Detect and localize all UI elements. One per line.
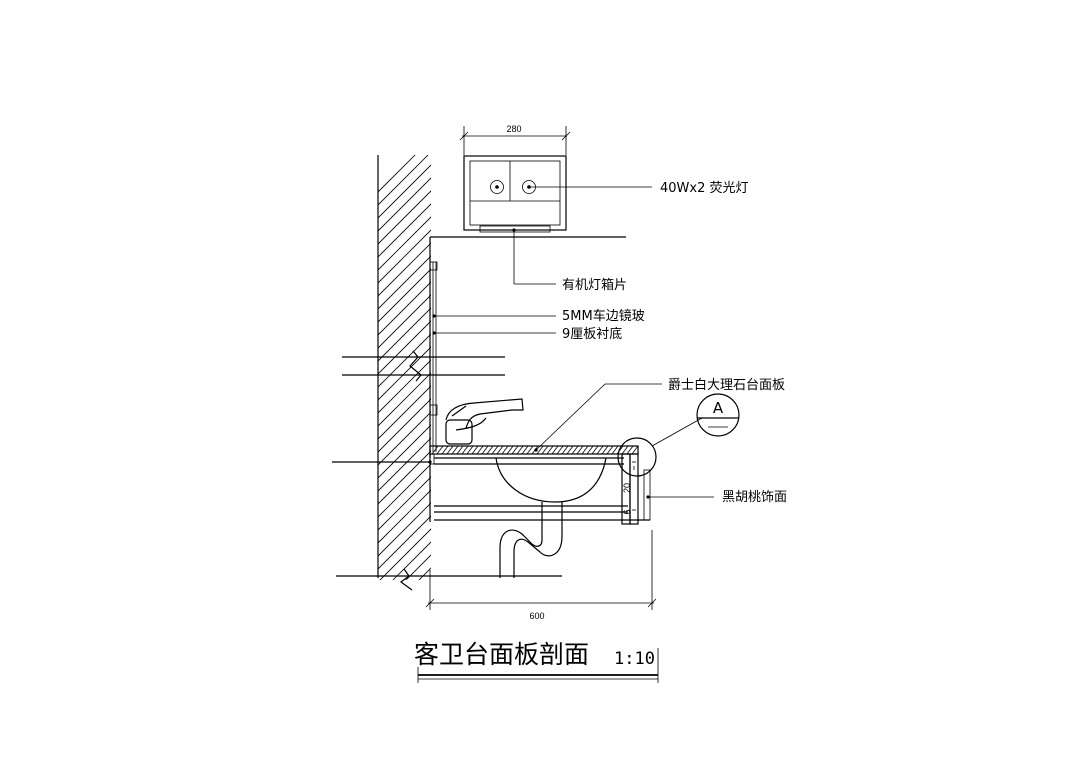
countertop — [429, 445, 639, 522]
dimension-top: 280 — [459, 124, 571, 155]
label-walnut: 黑胡桃饰面 — [722, 490, 787, 505]
drawing-title: 客卫台面板剖面 — [414, 640, 589, 669]
dimension-bottom: 600 — [425, 530, 657, 621]
frame-lines — [429, 236, 626, 458]
lower-break — [332, 461, 562, 591]
dimension-20: 20 — [622, 483, 632, 493]
label-marble: 爵士白大理石台面板 — [668, 377, 785, 393]
label-fluorescent: 40Wx2 荧光灯 — [660, 181, 749, 196]
drawing-scale: 1:10 — [614, 649, 655, 669]
dimension-6: 6 — [622, 509, 632, 514]
label-acrylic: 有机灯箱片 — [562, 277, 627, 293]
detail-callout: A — [617, 393, 740, 477]
label-plywood: 9厘板衬底 — [562, 326, 622, 342]
light-box — [463, 155, 567, 233]
dimension-280: 280 — [506, 124, 521, 134]
upper-break — [342, 350, 505, 382]
drain-pipe — [499, 502, 563, 578]
dimension-600: 600 — [529, 611, 544, 621]
leaders — [428, 185, 714, 499]
detail-marker-a: A — [713, 399, 724, 417]
label-mirror: 5MM车边镜玻 — [562, 308, 645, 324]
cabinet-edge: 20 6 — [621, 453, 651, 525]
faucet — [445, 398, 524, 445]
title-block: 客卫台面板剖面 1:10 — [414, 640, 659, 683]
basin — [434, 457, 650, 521]
